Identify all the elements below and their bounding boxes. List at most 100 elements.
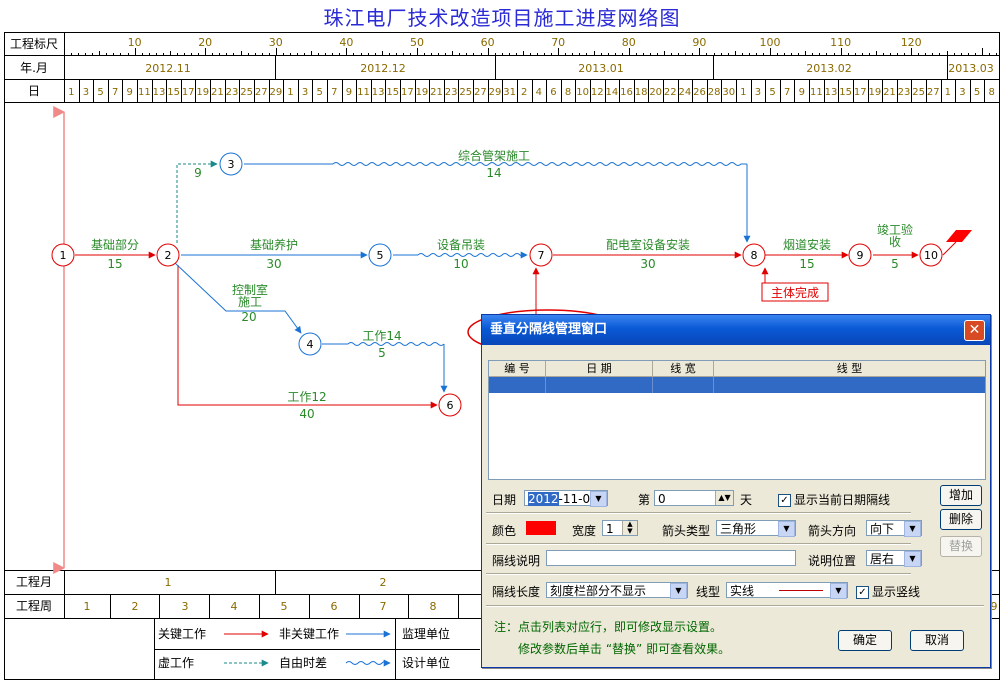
day-cell-label: 21 bbox=[211, 87, 224, 98]
arrow-direction-select[interactable]: 向下 bbox=[866, 520, 922, 537]
day-cell-label: 22 bbox=[664, 87, 677, 98]
day-cell-label: 7 bbox=[112, 87, 118, 98]
day-cell-label: 16 bbox=[620, 87, 633, 98]
table-row[interactable] bbox=[489, 377, 985, 393]
day-cell-label: 9 bbox=[799, 87, 805, 98]
column-header[interactable]: 线 宽 bbox=[653, 361, 714, 376]
day-cell-label: 3 bbox=[302, 87, 308, 98]
activity-name: 工作12 bbox=[287, 390, 326, 404]
day-cell-label: 1 bbox=[287, 87, 293, 98]
show-vertical-checkbox[interactable]: ✓显示竖线 bbox=[856, 583, 920, 600]
day-cell-label: 5 bbox=[974, 87, 980, 98]
scale-label: 工程标尺 bbox=[10, 36, 58, 51]
node-2[interactable] bbox=[156, 243, 180, 267]
month-2013-02: 2013.02 bbox=[806, 62, 852, 75]
day-cell-label: 31 bbox=[503, 87, 516, 98]
date-label: 日期 bbox=[492, 493, 517, 507]
day-cell-label: 17 bbox=[182, 87, 195, 98]
scale-tick-label: 80 bbox=[622, 36, 636, 49]
arrow-type-select[interactable]: 三角形 bbox=[716, 520, 796, 537]
day-label: 日 bbox=[28, 84, 40, 98]
vertical-separator-dialog[interactable]: 垂直分隔线管理窗口 ✕ 编 号 日 期 线 宽 线 型 日期 2012-11-0… bbox=[481, 314, 991, 668]
width-stepper[interactable]: 1▲▼ bbox=[602, 520, 638, 536]
note-line-1: 注：点击列表对应行，即可修改显示设置。 bbox=[494, 620, 723, 634]
svg-text:2: 2 bbox=[380, 576, 387, 589]
checkbox-checked-icon: ✓ bbox=[778, 494, 791, 507]
activity-name: 基础养护 bbox=[250, 237, 298, 252]
month-2013-01: 2013.01 bbox=[578, 62, 624, 75]
node-1[interactable] bbox=[51, 243, 75, 267]
day-prefix: 第 bbox=[638, 493, 651, 507]
day-cell-label: 14 bbox=[605, 87, 618, 98]
day-cell-label: 25 bbox=[240, 87, 253, 98]
node-9[interactable] bbox=[848, 243, 872, 267]
dialog-title-bar[interactable]: 垂直分隔线管理窗口 ✕ bbox=[482, 315, 990, 345]
separator-table[interactable]: 编 号 日 期 线 宽 线 型 bbox=[488, 360, 986, 480]
month-2012-12: 2012.12 bbox=[360, 62, 406, 75]
activity-name: 控制室施工 bbox=[231, 284, 268, 309]
date-picker[interactable]: 2012-11-01 bbox=[524, 490, 608, 507]
node-8[interactable] bbox=[742, 243, 766, 267]
day-cell-label: 1 bbox=[945, 87, 951, 98]
day-cell-label: 9 bbox=[346, 87, 352, 98]
column-header[interactable]: 线 型 bbox=[836, 362, 863, 375]
legend-designer: 设计单位 bbox=[402, 655, 450, 670]
day-cell-label: 15 bbox=[386, 87, 399, 98]
node-6[interactable] bbox=[438, 393, 462, 417]
svg-text:3: 3 bbox=[228, 158, 235, 171]
legend-float: 自由时差 bbox=[279, 656, 327, 670]
color-swatch[interactable] bbox=[526, 521, 556, 535]
spin-icon[interactable]: ▲▼ bbox=[715, 491, 733, 505]
cancel-button[interactable]: 取消 bbox=[910, 630, 964, 651]
day-cell-label: 5 bbox=[97, 87, 103, 98]
delete-button[interactable]: 删除 bbox=[940, 509, 982, 530]
color-label: 颜色 bbox=[492, 524, 517, 538]
day-input[interactable]: 0▲▼ bbox=[654, 490, 734, 506]
replace-button[interactable]: 替换 bbox=[940, 536, 982, 557]
month-2013-03: 2013.03 bbox=[948, 62, 994, 75]
activity-name: 基础部分 bbox=[91, 237, 139, 252]
svg-text:1: 1 bbox=[60, 249, 67, 262]
column-header[interactable]: 日 期 bbox=[546, 361, 653, 376]
day-cell-label: 5 bbox=[316, 87, 322, 98]
milestone-label: 主体完成 bbox=[771, 285, 819, 300]
node-4[interactable] bbox=[298, 332, 322, 356]
description-input[interactable] bbox=[546, 550, 796, 566]
svg-text:5: 5 bbox=[281, 600, 288, 613]
node-10[interactable] bbox=[919, 243, 943, 267]
day-cell-label: 1 bbox=[68, 87, 74, 98]
day-cell-label: 23 bbox=[445, 87, 458, 98]
day-cell-label: 8 bbox=[565, 87, 571, 98]
activity-name: 设备吊装 bbox=[437, 238, 485, 252]
show-today-checkbox[interactable]: ✓显示当前日期隔线 bbox=[778, 491, 890, 508]
add-button[interactable]: 增加 bbox=[940, 485, 982, 506]
scale-tick-label: 20 bbox=[198, 36, 212, 49]
activity-name: 配电室设备安装 bbox=[606, 237, 690, 252]
description-position-select[interactable]: 居右 bbox=[866, 550, 922, 567]
length-label: 隔线长度 bbox=[492, 585, 541, 599]
day-cell-label: 27 bbox=[255, 87, 268, 98]
day-cell-label: 3 bbox=[959, 87, 965, 98]
day-cell-label: 10 bbox=[576, 87, 589, 98]
svg-text:6: 6 bbox=[447, 399, 454, 412]
spin-icon[interactable]: ▲▼ bbox=[622, 521, 637, 535]
line-type-select[interactable]: 实线 bbox=[726, 582, 848, 599]
activity-name: 烟道安装 bbox=[783, 237, 831, 252]
svg-text:6: 6 bbox=[331, 600, 338, 613]
description-label: 隔线说明 bbox=[492, 554, 541, 568]
column-header[interactable]: 编 号 bbox=[489, 361, 546, 376]
node-7[interactable] bbox=[529, 243, 553, 267]
day-cell-label: 19 bbox=[416, 87, 429, 98]
node-3[interactable] bbox=[219, 152, 243, 176]
day-cell-label: 9 bbox=[127, 87, 133, 98]
day-cell-label: 1 bbox=[740, 87, 746, 98]
length-select[interactable]: 刻度栏部分不显示 bbox=[546, 582, 688, 599]
close-icon[interactable]: ✕ bbox=[964, 320, 985, 341]
day-cell-label: 15 bbox=[839, 87, 852, 98]
ok-button[interactable]: 确定 bbox=[838, 630, 892, 651]
node-5[interactable] bbox=[368, 243, 392, 267]
activity-name: 综合管架施工 bbox=[458, 148, 530, 163]
scale-tick-label: 60 bbox=[481, 36, 495, 49]
project-week-label: 工程周 bbox=[16, 598, 52, 613]
arrow-direction-label: 箭头方向 bbox=[808, 524, 857, 538]
